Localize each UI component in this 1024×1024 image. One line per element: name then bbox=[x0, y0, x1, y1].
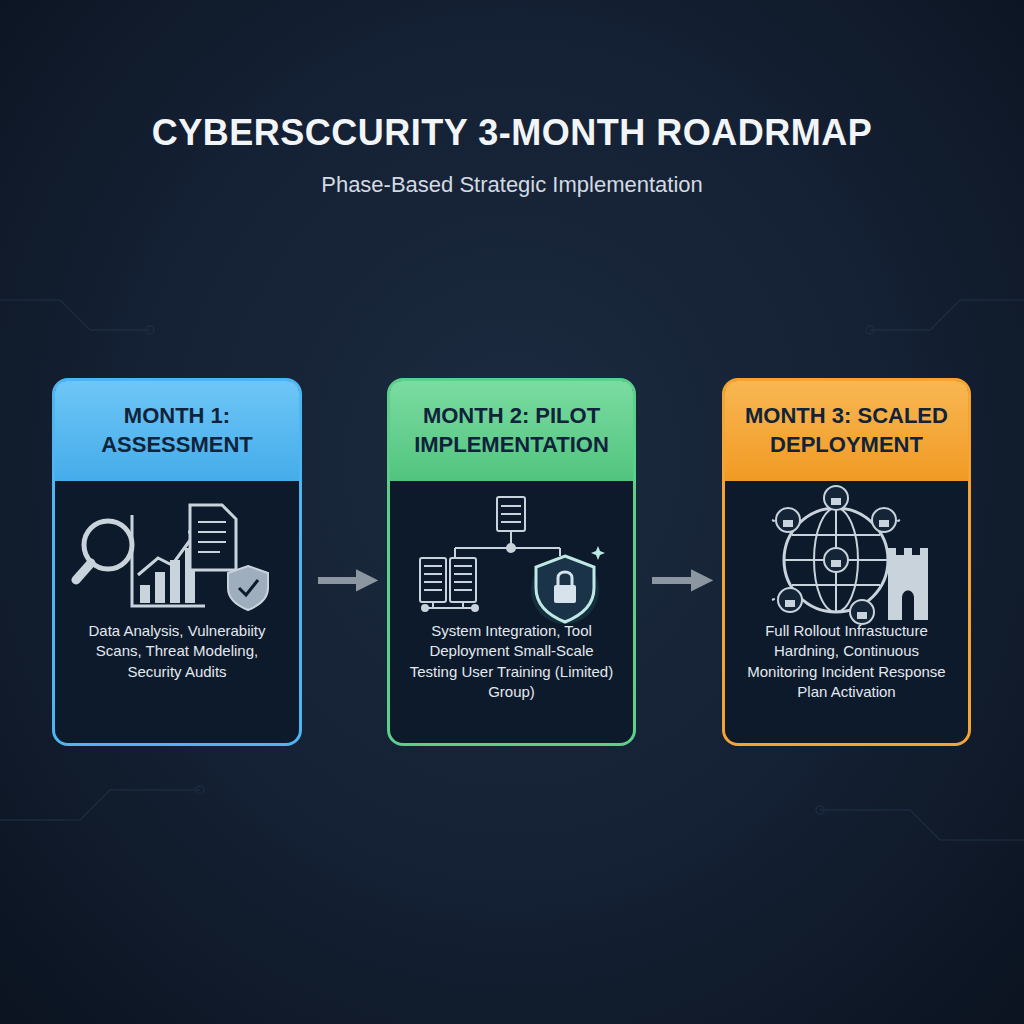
globe-icon bbox=[772, 508, 900, 612]
phase-title: MONTH 2: PILOT IMPLEMENTATION bbox=[402, 402, 621, 459]
phase-title: MONTH 1: ASSESSMENT bbox=[67, 402, 287, 459]
phase-box: MONTH 3: SCALED DEPLOYMENT Full Rollout I… bbox=[722, 378, 971, 746]
icon-space bbox=[55, 481, 299, 621]
phase-arrow bbox=[652, 577, 702, 584]
circuit-trace bbox=[0, 300, 1024, 840]
analysis-icon bbox=[76, 505, 268, 610]
box-fill bbox=[389, 380, 634, 744]
phase-header: MONTH 2: PILOT IMPLEMENTATION bbox=[390, 381, 633, 481]
phase-tasks: System Integration, Tool Deployment Smal… bbox=[390, 621, 633, 716]
phase-title: MONTH 3: SCALED DEPLOYMENT bbox=[737, 402, 956, 459]
title: CYBERSCCURITY 3-MONTH ROADRMAP bbox=[0, 112, 1024, 154]
phase-box: MONTH 1: ASSESSMENT Data Analysis, Vulner… bbox=[52, 378, 302, 746]
phase-header: MONTH 1: ASSESSMENT bbox=[55, 381, 299, 481]
phase-header: MONTH 3: SCALED DEPLOYMENT bbox=[725, 381, 968, 481]
phase-arrow bbox=[318, 577, 367, 584]
phase-box: MONTH 2: PILOT IMPLEMENTATION System Inte… bbox=[387, 378, 636, 746]
phase-tasks: Data Analysis, Vulnerabiity Scans, Threa… bbox=[55, 621, 299, 696]
subtitle: Phase-Based Strategic Implementation bbox=[0, 172, 1024, 198]
fortress-icon bbox=[888, 548, 928, 620]
box-fill bbox=[54, 380, 300, 744]
shield-lock-icon bbox=[531, 546, 605, 624]
box-fill bbox=[724, 380, 969, 744]
phase-tasks: Full Rollout Infrastucture Hardning, Con… bbox=[725, 621, 968, 716]
icon-space bbox=[725, 481, 968, 621]
icon-space bbox=[390, 481, 633, 621]
lock-badge bbox=[776, 486, 896, 624]
